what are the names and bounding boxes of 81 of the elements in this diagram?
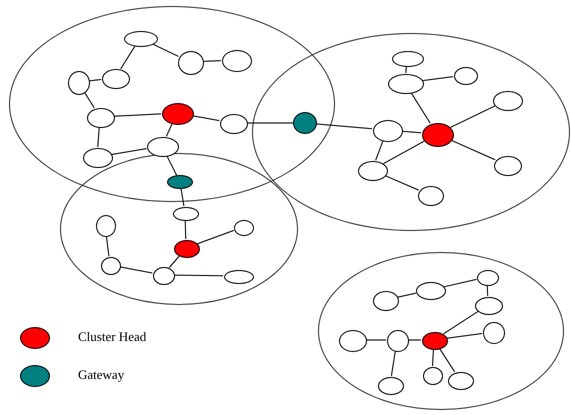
link-line [444, 278, 477, 288]
cluster-head-node [174, 240, 200, 258]
link-line [119, 266, 153, 274]
network-node [224, 270, 254, 284]
link-line [246, 122, 294, 124]
cluster-head-node [162, 103, 194, 125]
link-line [84, 91, 95, 108]
cluster-circle [60, 153, 298, 305]
link-line [111, 148, 148, 156]
network-node [222, 50, 252, 72]
network-node [423, 367, 443, 385]
link-line [375, 140, 384, 161]
network-node [96, 215, 116, 237]
link-line [106, 235, 110, 257]
link-line [410, 92, 431, 124]
network-node [153, 267, 175, 285]
link-line [168, 255, 180, 268]
link-line [486, 284, 488, 296]
link-line [166, 155, 178, 176]
network-node [392, 51, 424, 67]
network-node [358, 161, 388, 181]
network-node [388, 74, 424, 94]
network-node [373, 120, 403, 142]
link-line [88, 79, 102, 82]
link-line [316, 124, 373, 130]
link-line [174, 274, 224, 276]
link-line [120, 45, 136, 70]
network-node [454, 67, 478, 85]
legend-label: Cluster Head [78, 329, 146, 345]
link-line [438, 348, 456, 372]
link-line [384, 174, 420, 191]
link-line [401, 130, 422, 134]
cluster-head-node [422, 123, 454, 147]
link-line [432, 348, 434, 366]
link-line [192, 115, 220, 122]
link-line [113, 113, 162, 117]
network-node [101, 257, 121, 275]
network-node [387, 330, 409, 352]
link-line [202, 60, 222, 62]
link-line [450, 140, 496, 160]
network-node [87, 108, 115, 128]
network-node [124, 31, 158, 47]
link-line [443, 310, 479, 334]
link-line [446, 332, 483, 339]
link-line [450, 105, 496, 128]
network-node [102, 69, 130, 89]
network-node [477, 270, 499, 286]
link-line [397, 292, 416, 298]
network-node [448, 372, 474, 390]
network-node [173, 207, 199, 221]
network-node [494, 156, 522, 176]
network-node [378, 377, 404, 395]
cluster-circle [318, 252, 564, 410]
legend-label: Gateway [78, 367, 124, 383]
link-line [196, 230, 234, 244]
link-line [390, 350, 396, 377]
link-line [97, 126, 100, 148]
link-line [151, 43, 179, 57]
cluster-circle [252, 33, 570, 231]
gateway-node [167, 175, 193, 189]
network-node [373, 291, 399, 311]
link-line [180, 188, 184, 207]
network-node [416, 282, 446, 300]
gateway-node [293, 112, 317, 134]
link-line [166, 123, 173, 137]
cluster-head-node [422, 332, 448, 350]
link-line [405, 66, 407, 74]
network-node [483, 322, 505, 344]
network-node [178, 51, 204, 75]
network-node [83, 148, 113, 168]
link-line [184, 220, 186, 240]
network-node [493, 91, 523, 111]
network-node [418, 186, 444, 206]
network-node [339, 330, 367, 352]
network-node [475, 297, 503, 315]
network-node [234, 220, 254, 236]
network-node [220, 114, 248, 134]
link-line [422, 76, 454, 82]
network-node [68, 71, 90, 95]
network-node [147, 137, 179, 157]
link-line [383, 140, 425, 164]
